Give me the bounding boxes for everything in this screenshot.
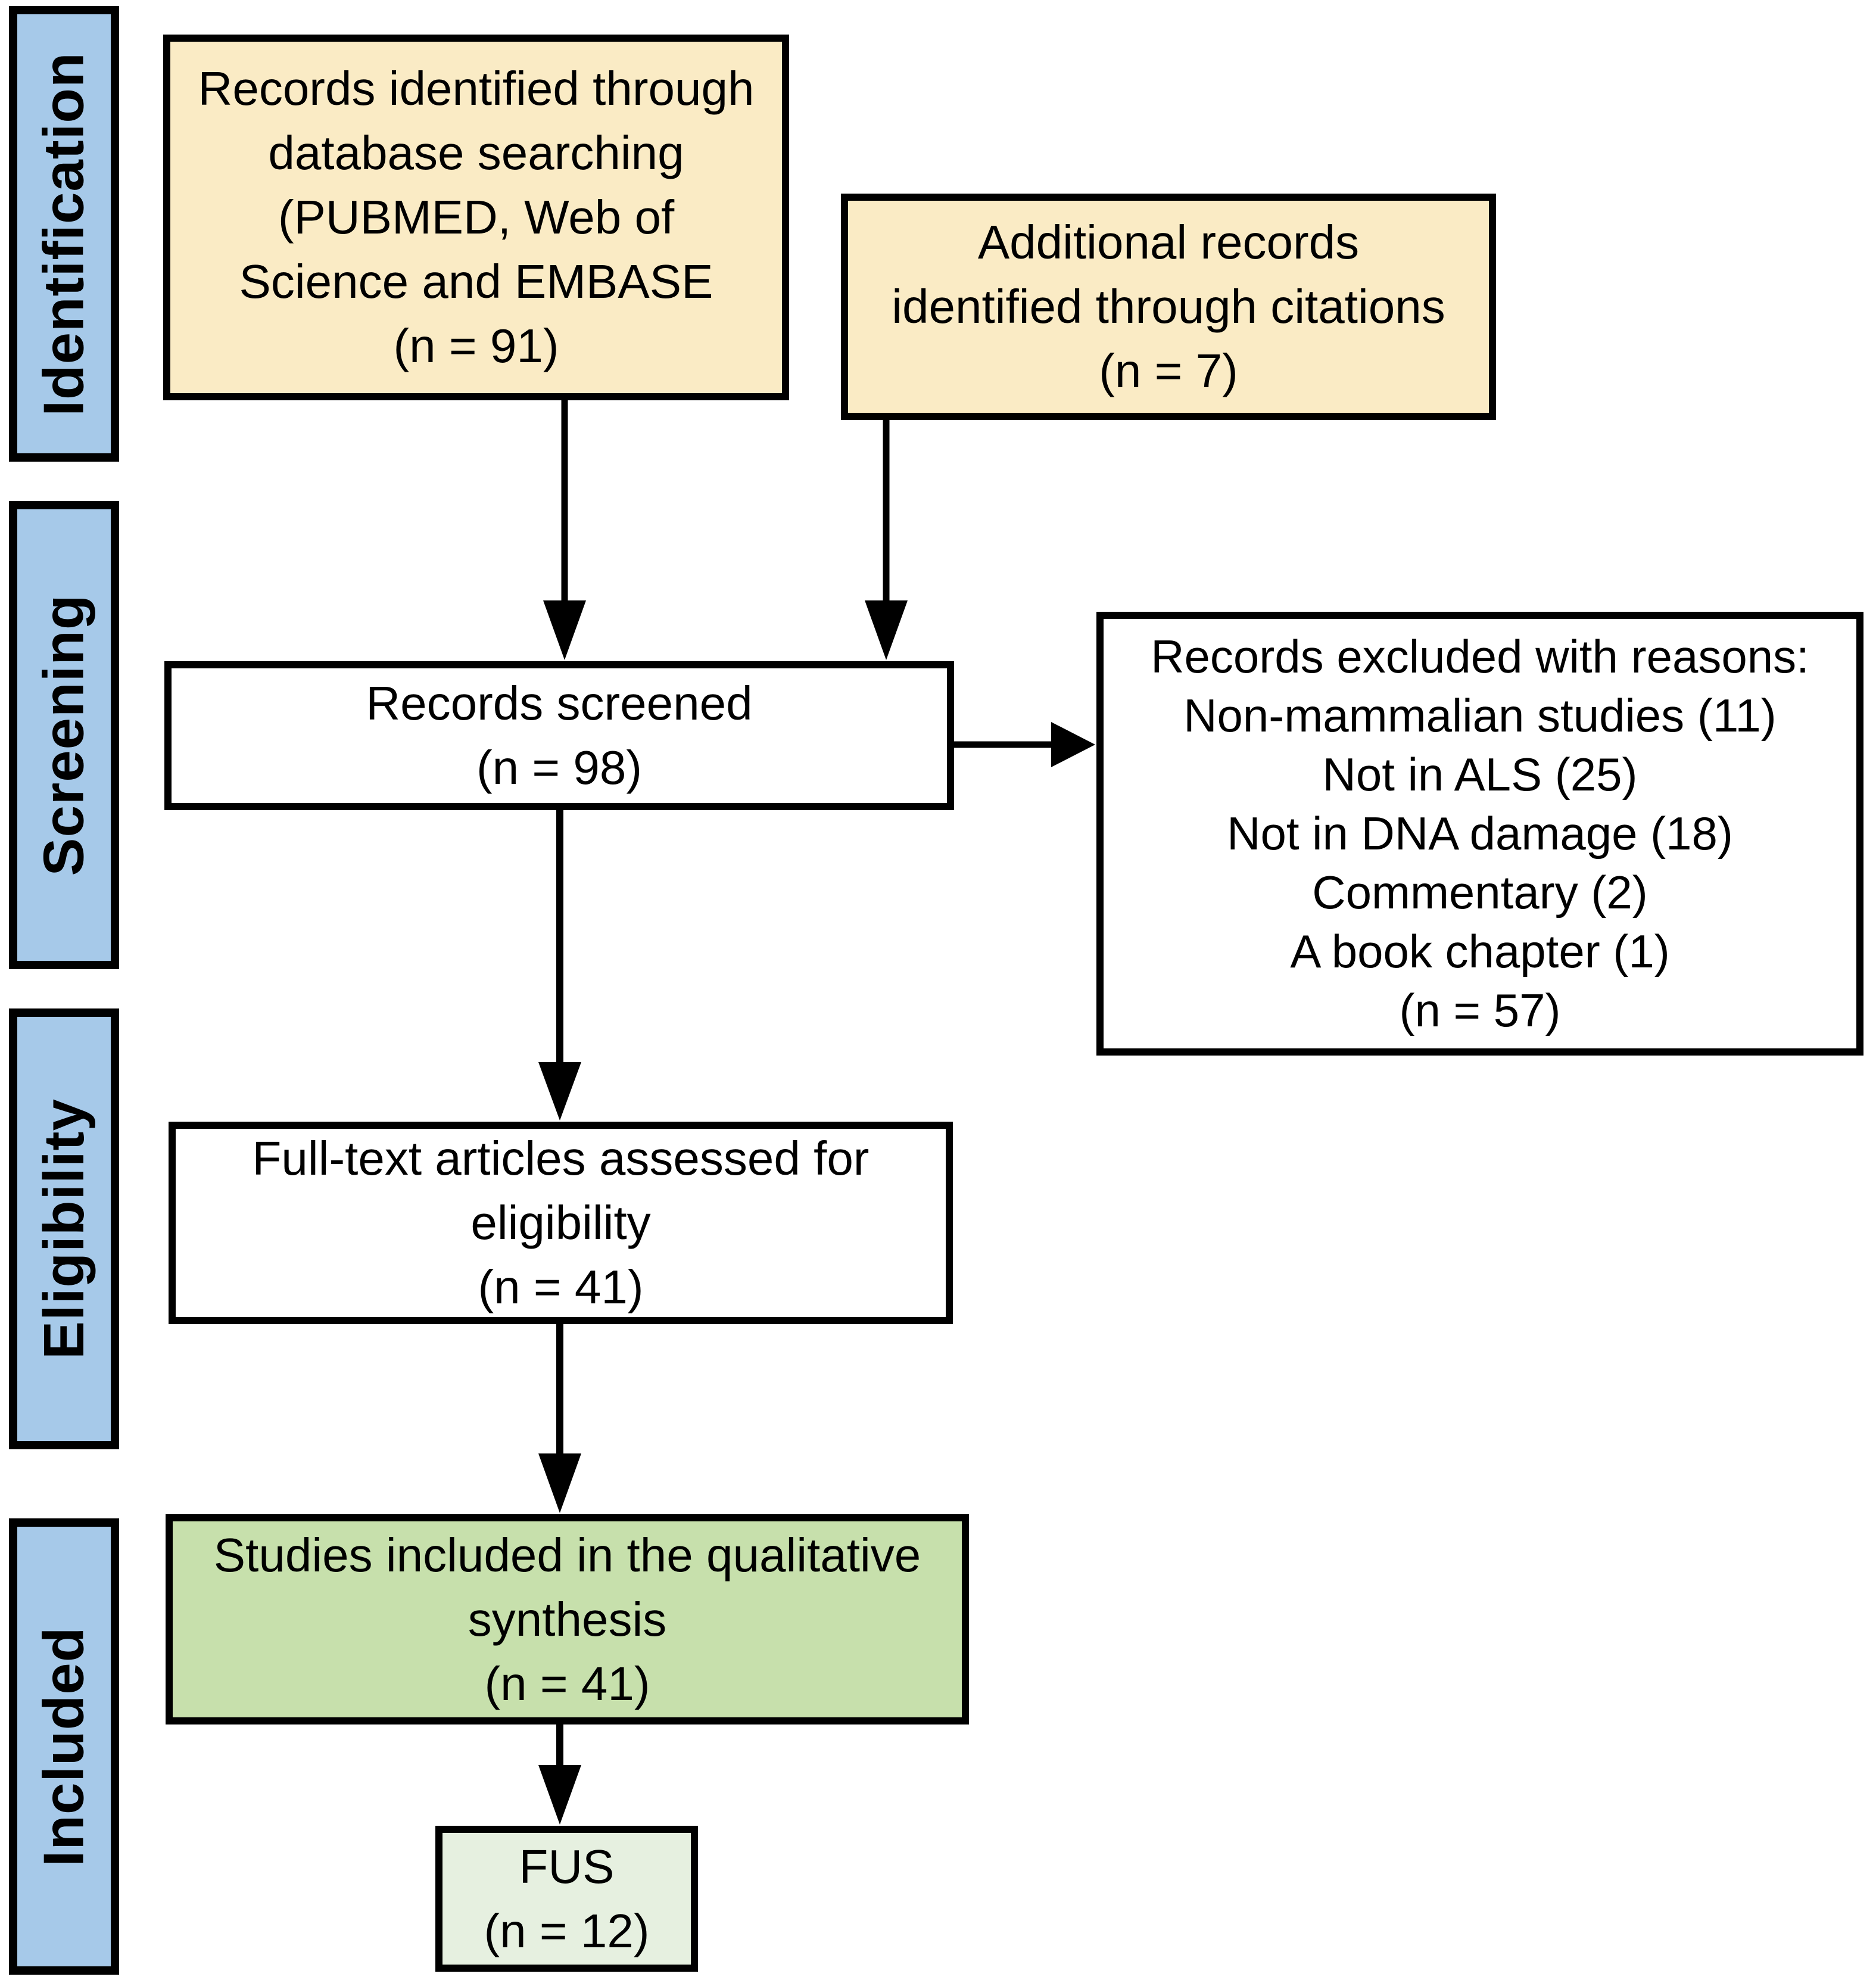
box-records-identified-text: Records identified through database sear… [198, 62, 755, 372]
arrow-identified-to-screened [543, 400, 586, 660]
box-additional-records-text: Additional records identified through ci… [892, 216, 1445, 397]
box-records-identified: Records identified through database sear… [163, 35, 789, 400]
stage-eligibility: Eligibility [9, 1008, 119, 1449]
stage-screening-label: Screening [32, 594, 96, 876]
box-qualitative-synthesis-text: Studies included in the qualitative synt… [213, 1528, 921, 1710]
box-records-screened: Records screened (n = 98) [164, 661, 954, 810]
box-qualitative-synthesis: Studies included in the qualitative synt… [166, 1514, 969, 1724]
stage-identification-label: Identification [32, 51, 96, 416]
box-additional-records: Additional records identified through ci… [841, 194, 1496, 420]
box-fus: FUS (n = 12) [435, 1826, 698, 1972]
arrow-synthesis-to-fus [538, 1724, 581, 1825]
arrow-additional-to-screened [865, 420, 908, 660]
box-fulltext-assessed-text: Full-text articles assessed for eligibil… [252, 1132, 870, 1313]
arrow-screened-to-fulltext [538, 810, 581, 1120]
stage-identification: Identification [9, 6, 119, 462]
box-fulltext-assessed: Full-text articles assessed for eligibil… [169, 1122, 953, 1324]
box-records-excluded-text: Records excluded with reasons: Non-mamma… [1151, 630, 1809, 1037]
box-records-screened-text: Records screened (n = 98) [366, 677, 753, 794]
arrow-screened-to-excluded [954, 722, 1095, 767]
arrow-fulltext-to-synthesis [538, 1324, 581, 1513]
box-records-excluded: Records excluded with reasons: Non-mamma… [1096, 612, 1863, 1056]
box-fus-text: FUS (n = 12) [484, 1839, 650, 1957]
stage-screening: Screening [9, 501, 119, 969]
stage-included: Included [9, 1518, 119, 1975]
stage-eligibility-label: Eligibility [32, 1098, 96, 1359]
stage-included-label: Included [32, 1626, 96, 1867]
